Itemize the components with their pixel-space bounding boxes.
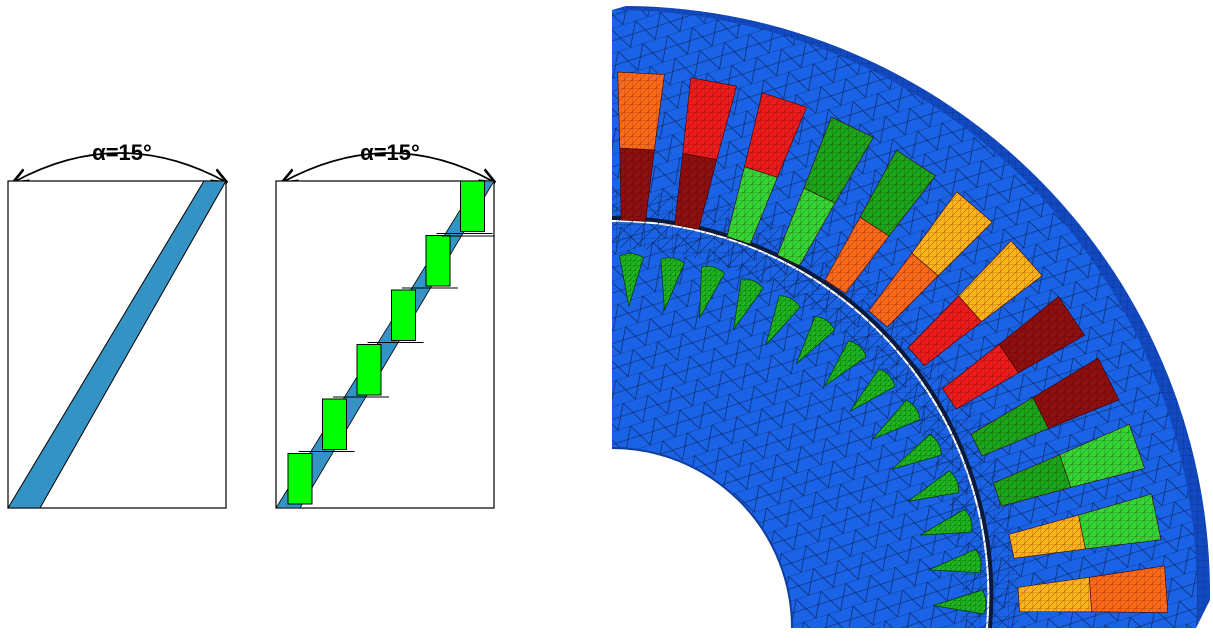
step-segment [287, 453, 313, 505]
step-segment [425, 235, 451, 287]
stator-winding-slots [617, 71, 1169, 613]
rotor-bars [619, 253, 987, 615]
fe-mesh-quarter-model [611, 6, 1211, 629]
step-skew-panel: α=15° [275, 140, 494, 509]
step-segments [287, 180, 494, 505]
step-segment [356, 344, 382, 396]
step-segment [322, 398, 347, 450]
skew-angle-arc-left [14, 152, 226, 182]
shaft-bore [611, 447, 793, 629]
step-segment [391, 289, 416, 341]
skewed-rotor-bar [7, 180, 227, 509]
step-segment [460, 180, 485, 232]
skew-angle-arc-step [283, 152, 494, 182]
continuous-skew-panel: α=15° [7, 140, 227, 509]
